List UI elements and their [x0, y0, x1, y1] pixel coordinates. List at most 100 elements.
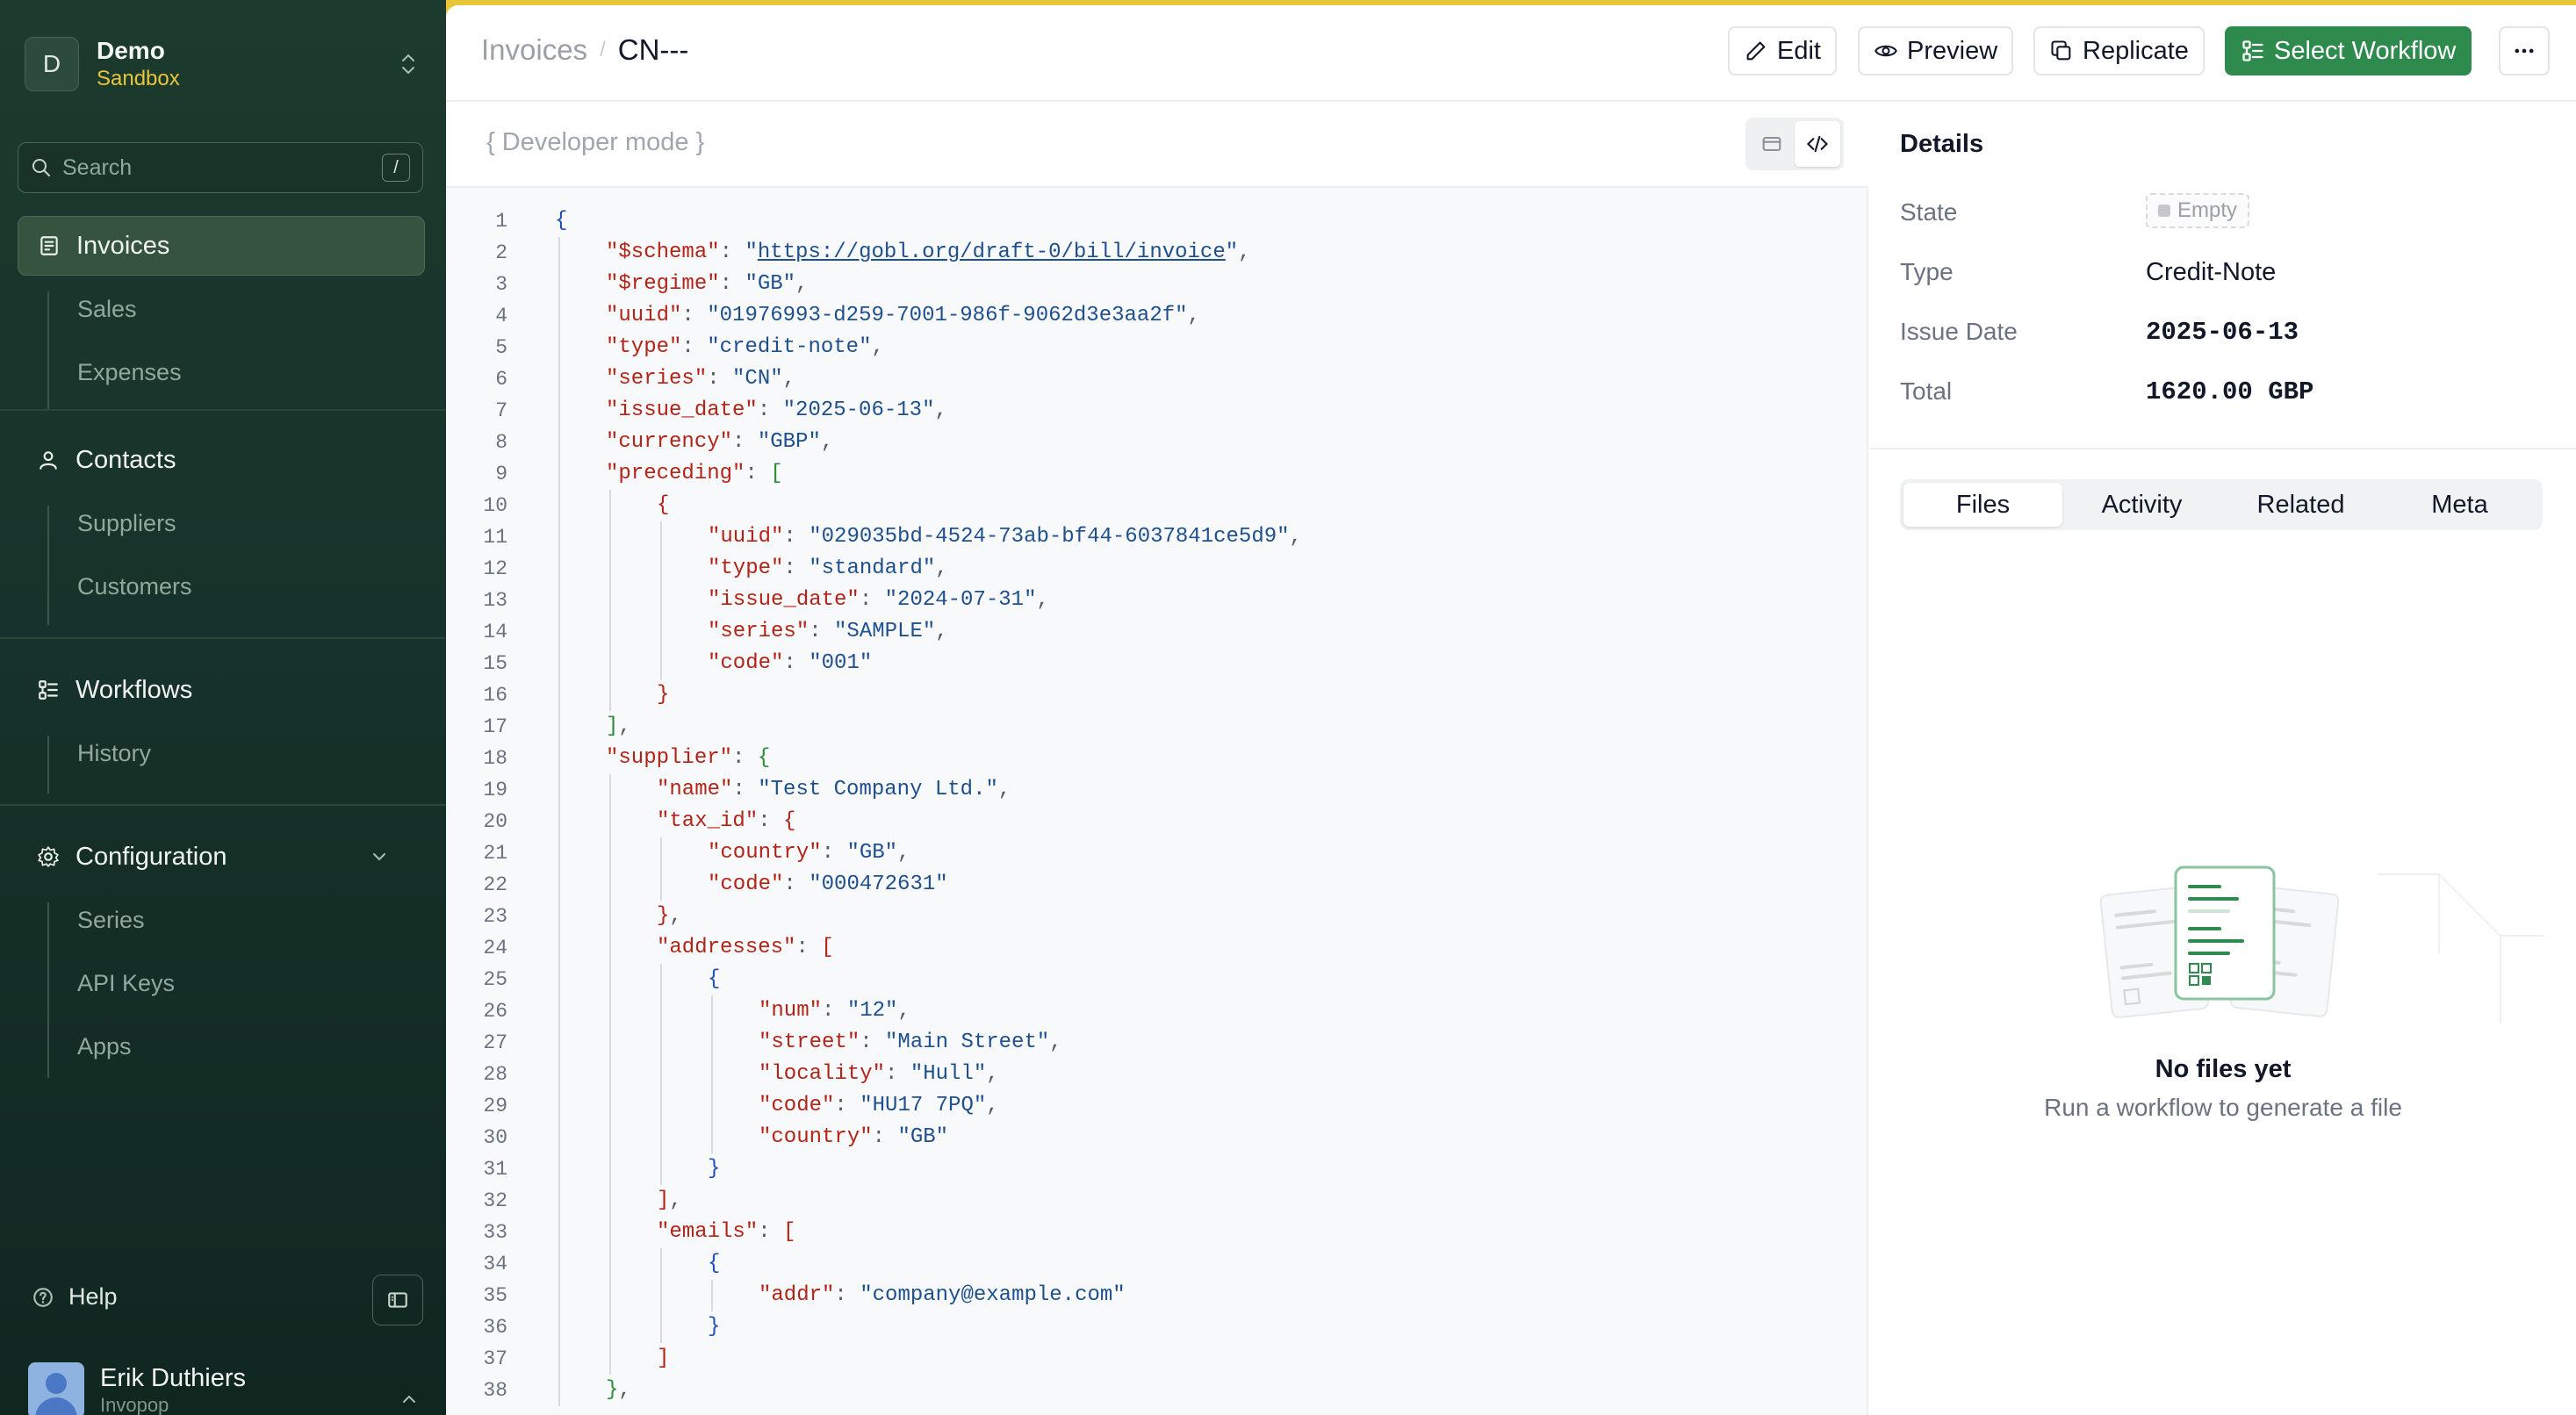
nav-indent-rule	[47, 736, 49, 794]
workspace-switcher[interactable]: D Demo Sandbox	[25, 35, 421, 93]
sidebar-item-invoices[interactable]: Invoices	[18, 216, 425, 276]
code-text: "issue_date": "2025-06-13",	[606, 399, 947, 422]
code-line: 33"emails": [	[446, 1217, 1868, 1248]
code-line: 23},	[446, 901, 1868, 932]
indent-guide	[558, 964, 560, 995]
indent-guide	[609, 964, 611, 995]
indent-guide	[660, 616, 662, 648]
sidebar-item-sales[interactable]: Sales	[77, 296, 137, 322]
sidebar-item-series[interactable]: Series	[77, 907, 145, 933]
line-number: 1	[495, 210, 507, 233]
sidebar-item-expenses[interactable]: Expenses	[77, 359, 182, 385]
replicate-button[interactable]: Replicate	[2033, 26, 2205, 75]
line-number: 27	[483, 1031, 507, 1054]
indent-guide	[558, 1090, 560, 1122]
gear-icon	[38, 846, 59, 867]
code-line: 16}	[446, 679, 1868, 711]
edit-button[interactable]: Edit	[1728, 26, 1837, 75]
line-number: 30	[483, 1126, 507, 1149]
indent-guide	[660, 1153, 662, 1185]
nav-divider	[0, 637, 446, 639]
sidebar-item-history[interactable]: History	[77, 740, 152, 766]
indent-guide	[558, 332, 560, 363]
indent-guide	[660, 964, 662, 995]
code-line: 29"code": "HU17 7PQ",	[446, 1090, 1868, 1122]
line-number: 19	[483, 779, 507, 801]
sidebar-item-suppliers[interactable]: Suppliers	[77, 510, 176, 536]
indent-guide	[558, 458, 560, 490]
code-text: "country": "GB",	[708, 841, 910, 865]
code-line: 20"tax_id": {	[446, 806, 1868, 837]
indent-guide	[558, 743, 560, 774]
sidebar-item-workflows[interactable]: Workflows	[18, 660, 425, 720]
code-line: 3"$regime": "GB",	[446, 269, 1868, 300]
code-text: ],	[606, 715, 631, 738]
code-line: 35"addr": "company@example.com"	[446, 1280, 1868, 1311]
tab-meta[interactable]: Meta	[2431, 490, 2488, 519]
code-text: "currency": "GBP",	[606, 430, 834, 454]
indent-guide	[660, 869, 662, 901]
code-text: ]	[657, 1347, 670, 1370]
search-box[interactable]: /	[18, 142, 423, 193]
indent-guide	[609, 995, 611, 1027]
workspace-avatar: D	[25, 37, 79, 91]
indent-guide	[660, 521, 662, 553]
help-circle-icon	[33, 1287, 53, 1307]
sidebar-item-api-keys[interactable]: API Keys	[77, 970, 176, 996]
type-value: Credit-Note	[2146, 258, 2277, 286]
more-horizontal-icon	[2515, 48, 2534, 54]
nav-indent-rule	[47, 506, 49, 625]
select-workflow-button[interactable]: Select Workflow	[2225, 26, 2472, 75]
code-line: 26"num": "12",	[446, 995, 1868, 1027]
sidebar-item-apps[interactable]: Apps	[77, 1033, 132, 1059]
tab-files[interactable]: Files	[1903, 483, 2062, 527]
line-number: 14	[483, 621, 507, 643]
line-number: 18	[483, 747, 507, 770]
code-text: "addr": "company@example.com"	[759, 1283, 1126, 1307]
line-number: 7	[495, 399, 507, 422]
line-number: 17	[483, 715, 507, 738]
code-text: "$regime": "GB",	[606, 272, 809, 296]
indent-guide	[609, 806, 611, 837]
sidebar-item-contacts[interactable]: Contacts	[18, 430, 425, 490]
indent-guide	[609, 1090, 611, 1122]
user-menu[interactable]: Erik Duthiers Invopop	[28, 1362, 420, 1415]
collapse-sidebar-button[interactable]	[372, 1275, 423, 1325]
chevron-up-down-icon[interactable]	[395, 47, 421, 82]
tab-activity[interactable]: Activity	[2101, 490, 2183, 519]
code-line: 37]	[446, 1343, 1868, 1375]
more-options-button[interactable]	[2499, 26, 2550, 75]
indent-guide	[558, 711, 560, 743]
code-line: 14 "series": "SAMPLE",	[446, 616, 1868, 648]
code-text: {	[708, 967, 721, 991]
indent-guide	[711, 1122, 713, 1153]
user-name: Erik Duthiers	[100, 1364, 246, 1392]
indent-guide	[660, 1248, 662, 1280]
code-text: "addresses": [	[657, 936, 834, 959]
code-text: "series": "SAMPLE",	[708, 620, 948, 643]
code-view-button[interactable]	[1795, 121, 1840, 167]
code-line: 11"uuid": "029035bd-4524-73ab-bf44-60378…	[446, 521, 1868, 553]
indent-guide	[609, 1248, 611, 1280]
tab-related[interactable]: Related	[2256, 490, 2345, 519]
search-icon	[32, 159, 50, 176]
code-line: 10{	[446, 490, 1868, 521]
chevron-up-icon[interactable]	[399, 1389, 420, 1410]
code-editor[interactable]: 1{2"$schema": "https://gobl.org/draft-0/…	[446, 205, 1868, 1406]
chevron-down-icon[interactable]	[369, 846, 390, 867]
indent-guide	[660, 1280, 662, 1311]
help-link[interactable]: Help	[32, 1283, 118, 1311]
help-label: Help	[68, 1283, 118, 1310]
sidebar-item-configuration[interactable]: Configuration	[18, 827, 425, 887]
indent-guide	[711, 995, 713, 1027]
code-line: 36}	[446, 1311, 1868, 1343]
sidebar-item-customers[interactable]: Customers	[77, 573, 192, 600]
developer-mode-label: { Developer mode }	[486, 128, 705, 156]
breadcrumb-parent[interactable]: Invoices	[481, 33, 588, 66]
code-text: "code": "000472631"	[708, 873, 948, 896]
code-line: 13"issue_date": "2024-07-31",	[446, 585, 1868, 616]
visual-view-button[interactable]	[1749, 121, 1795, 167]
user-icon	[40, 451, 57, 470]
search-input[interactable]	[62, 154, 382, 181]
preview-button[interactable]: Preview	[1858, 26, 2014, 75]
